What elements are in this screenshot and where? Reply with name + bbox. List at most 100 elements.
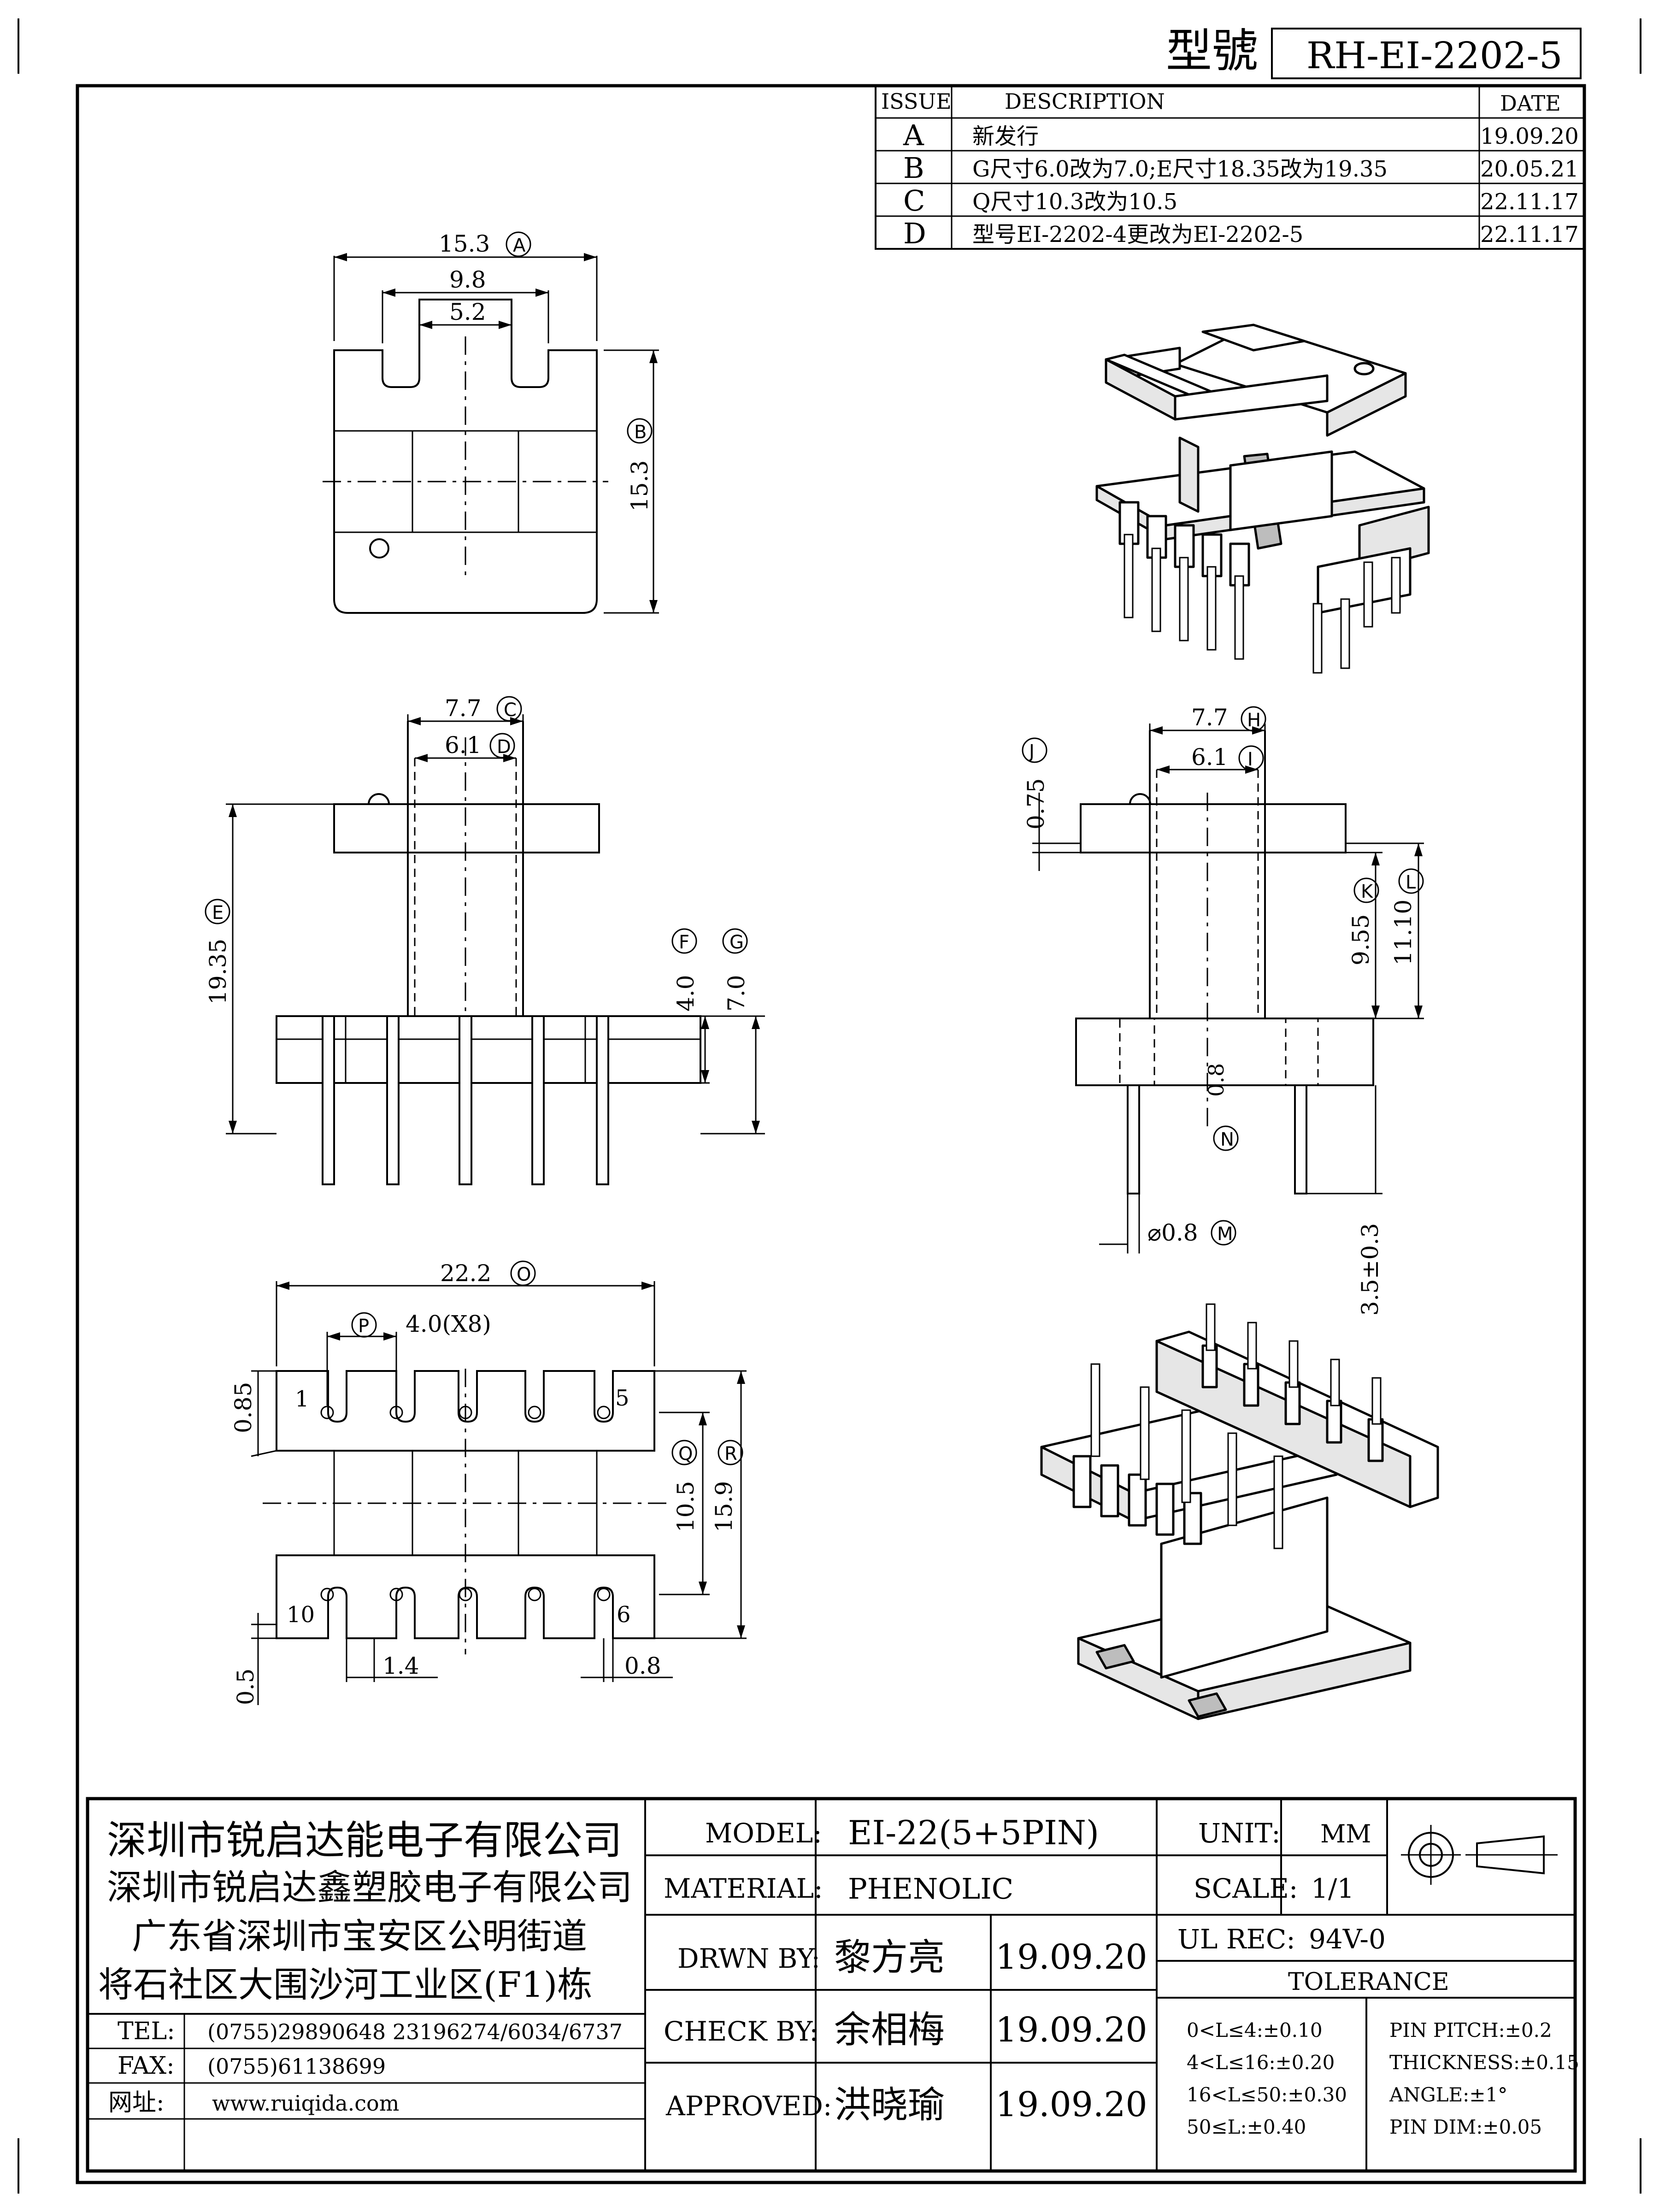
material-value: PHENOLIC [848, 1872, 1013, 1906]
check-date: 19.09.20 [995, 2010, 1147, 2050]
website-label: 网址: [108, 2089, 165, 2117]
company-name-2: 深圳市锐启达鑫塑胶电子有限公司 [107, 1867, 632, 1908]
dim-0-8-value: 0.8 [624, 1653, 661, 1679]
tolerance-row: THICKNESS:±0.15 [1389, 2051, 1579, 2074]
drawn-date: 19.09.20 [995, 1937, 1147, 1977]
dim-Q-value: 10.5 [672, 1481, 699, 1532]
dim-O-value: 22.2 [440, 1260, 491, 1287]
top-view: 15.3 A 9.8 5.2 15.3 B [323, 230, 659, 614]
dim-9-8-value: 9.8 [449, 266, 486, 293]
dim-0-85-value: 0.85 [230, 1382, 257, 1433]
dim-I-value: 6.1 [1191, 744, 1228, 771]
tolerance-row: 0<L≤4:±0.10 [1187, 2019, 1323, 2041]
dim-L-value: 11.10 [1390, 900, 1417, 965]
dim-Q-tag: Q [678, 1443, 693, 1465]
fax-label: FAX: [118, 2052, 175, 2080]
dim-H-tag: H [1247, 710, 1261, 731]
dim-E-tag: E [212, 902, 224, 924]
approved-name: 洪晓瑜 [834, 2083, 945, 2126]
rev-row-date: 19.09.20 [1480, 124, 1579, 149]
dim-B-tag: B [634, 422, 647, 443]
dim-D-value: 6.1 [445, 732, 482, 759]
side-view: 7.7 H 6.1 I 0.75 J 9.55 11.10 K L 0.8 N [1022, 704, 1424, 1316]
dim-J-value: 0.75 [1023, 778, 1049, 830]
company-name-1: 深圳市锐启达能电子有限公司 [107, 1818, 622, 1864]
rev-row-description: G尺寸6.0改为7.0;E尺寸18.35改为19.35 [972, 156, 1388, 182]
isometric-view-bottom [1040, 1303, 1439, 1720]
rev-header-description: DESCRIPTION [1005, 89, 1165, 114]
dim-5-2-value: 5.2 [449, 299, 486, 325]
dim-pin-length-value: 3.5±0.3 [1357, 1223, 1383, 1316]
tolerance-row: 50≤L:±0.40 [1187, 2116, 1306, 2138]
dim-E-value: 19.35 [205, 939, 231, 1005]
tel-label: TEL: [118, 2018, 175, 2045]
unit-label: UNIT: [1198, 1818, 1281, 1849]
dim-P-value: 4.0(X8) [406, 1311, 491, 1337]
dim-A-value: 15.3 [439, 230, 490, 257]
dim-A-tag: A [513, 235, 526, 256]
dim-O-tag: O [517, 1264, 531, 1285]
dim-0-5-value: 0.5 [232, 1668, 259, 1705]
pin-label-5: 5 [615, 1385, 629, 1411]
dim-J-tag: J [1028, 741, 1035, 762]
tolerance-row: 16<L≤50:±0.30 [1187, 2083, 1347, 2106]
tolerance-label: TOLERANCE [1288, 1968, 1449, 1996]
rev-row-description: Q尺寸10.3改为10.5 [972, 189, 1177, 215]
tolerance-row: PIN PITCH:±0.2 [1389, 2019, 1552, 2041]
dim-F-tag: F [679, 932, 689, 953]
fax-value: (0755)61138699 [207, 2054, 386, 2079]
rev-row-issue: D [903, 217, 926, 250]
check-by-name: 余相梅 [834, 2008, 945, 2051]
rev-row-description: 新发行 [972, 124, 1039, 149]
ul-rec-value: 94V-0 [1309, 1924, 1386, 1955]
rev-row-issue: C [903, 184, 925, 218]
company-address-2: 将石社区大围沙河工业区(F1)栋 [98, 1964, 592, 2005]
model-number-value: RH-EI-2202-5 [1306, 34, 1563, 77]
tolerance-row: 4<L≤16:±0.20 [1187, 2051, 1335, 2074]
dim-K-tag: K [1361, 881, 1374, 902]
rev-header-date: DATE [1500, 91, 1561, 116]
scale-label: SCALE: [1194, 1873, 1298, 1904]
dim-R-value: 15.9 [711, 1481, 737, 1532]
scale-value: 1/1 [1311, 1873, 1354, 1904]
pin-label-6: 6 [617, 1602, 631, 1628]
approved-date: 19.09.20 [995, 2085, 1147, 2124]
dim-D-tag: D [497, 736, 511, 758]
tolerance-row: PIN DIM:±0.05 [1389, 2116, 1542, 2138]
dim-B-value: 15.3 [626, 460, 653, 512]
check-by-label: CHECK BY: [664, 2016, 818, 2047]
dim-K-value: 9.55 [1347, 914, 1374, 965]
dim-R-tag: R [724, 1443, 737, 1465]
dim-F-value: 4.0 [672, 975, 699, 1012]
model-value: EI-22(5+5PIN) [848, 1813, 1099, 1852]
model-label: MODEL: [705, 1818, 822, 1849]
dim-M-tag: M [1217, 1224, 1233, 1245]
dim-C-value: 7.7 [445, 695, 482, 722]
tel-value: (0755)29890648 23196274/6034/6737 [207, 2019, 623, 2044]
rev-row-description: 型号EI-2202-4更改为EI-2202-5 [972, 222, 1303, 247]
projection-symbol-icon [1401, 1825, 1558, 1885]
rev-header-issue: ISSUE [881, 89, 952, 114]
sheet-frame [18, 18, 1641, 2194]
rev-row-issue: B [903, 151, 924, 185]
dim-1-4-value: 1.4 [382, 1653, 419, 1679]
rev-row-issue: A [903, 118, 924, 152]
tolerance-row: ANGLE:±1° [1389, 2083, 1507, 2106]
rev-row-date: 20.05.21 [1480, 156, 1579, 182]
dim-G-value: 7.0 [723, 975, 750, 1012]
dim-I-tag: I [1247, 749, 1253, 770]
drawn-by-label: DRWN BY: [677, 1943, 820, 1974]
rev-row-date: 22.11.17 [1480, 189, 1579, 215]
rev-row-date: 22.11.17 [1480, 222, 1579, 247]
website-value: www.ruiqida.com [212, 2091, 399, 2116]
title-block: 深圳市锐启达能电子有限公司 深圳市锐启达鑫塑胶电子有限公司 广东省深圳市宝安区公… [86, 1797, 1579, 2173]
drawn-by-name: 黎方亮 [834, 1936, 945, 1979]
ul-rec-label: UL REC: [1177, 1924, 1295, 1955]
dim-N-tag: N [1220, 1129, 1234, 1150]
dim-P-tag: P [358, 1316, 369, 1337]
dim-C-tag: C [504, 700, 517, 721]
material-label: MATERIAL: [664, 1873, 823, 1904]
dim-N-value: 0.8 [1204, 1063, 1229, 1097]
company-address-1: 广东省深圳市宝安区公明街道 [132, 1916, 587, 1957]
